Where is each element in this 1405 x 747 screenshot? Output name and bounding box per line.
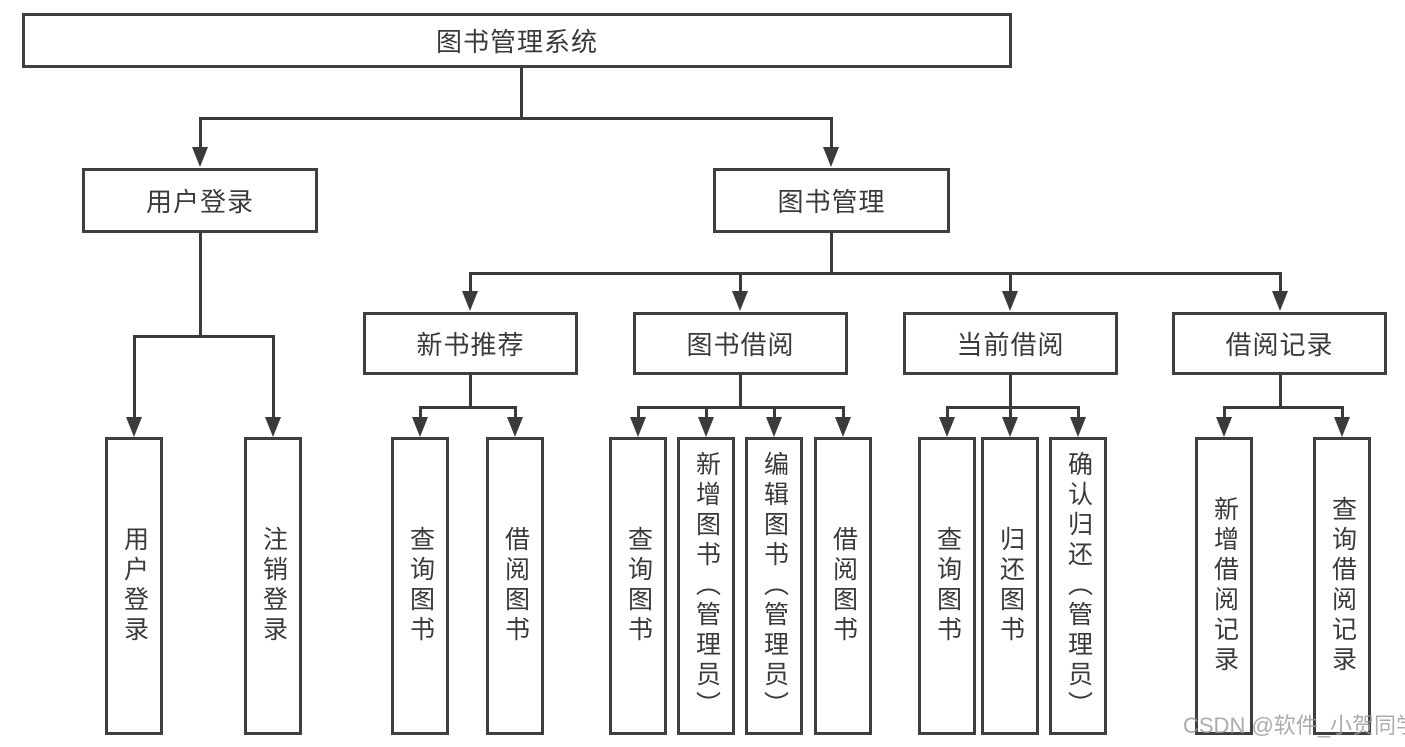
arrowhead-leaf bbox=[1002, 417, 1018, 437]
connector-bb-leaf-split bbox=[637, 406, 845, 409]
connector-leaf-drop bbox=[1009, 406, 1012, 420]
node-book-management: 图书管理 bbox=[713, 168, 950, 233]
connector-nbr-drop bbox=[469, 272, 472, 293]
connector-leaf-drop bbox=[773, 406, 776, 420]
connector-nbr-stem bbox=[469, 374, 472, 409]
connector-leaf-logout-drop bbox=[272, 335, 275, 419]
connector-leaf-drop bbox=[514, 406, 517, 420]
arrowhead-leaf bbox=[698, 417, 714, 437]
arrowhead-leaf-logout bbox=[265, 417, 281, 437]
connector-leaf-login-drop bbox=[133, 335, 136, 419]
leaf-edit-books-admin: 编辑图书（管理员） bbox=[745, 437, 803, 735]
connector-mgmt-drop bbox=[830, 117, 833, 149]
leaf-query-borrow-record: 查询借阅记录 bbox=[1313, 437, 1371, 735]
arrowhead-current-borrow bbox=[1002, 291, 1018, 311]
leaf-query-books: 查询图书 bbox=[918, 437, 976, 735]
arrowhead-leaf bbox=[1070, 417, 1086, 437]
arrowhead-leaf bbox=[1216, 417, 1232, 437]
connector-leaf-drop bbox=[705, 406, 708, 420]
leaf-query-books: 查询图书 bbox=[391, 437, 449, 735]
connector-cb-leaf-split bbox=[946, 406, 1080, 409]
watermark: CSDN @软件_小贺同学 bbox=[1183, 713, 1405, 738]
connector-login-stem bbox=[199, 233, 202, 337]
leaf-borrow-books: 借阅图书 bbox=[486, 437, 544, 735]
arrowhead-leaf bbox=[766, 417, 782, 437]
connector-leaf-drop bbox=[946, 406, 949, 420]
arrowhead-leaf bbox=[412, 417, 428, 437]
leaf-user-login: 用户登录 bbox=[105, 437, 163, 735]
node-new-book-recommend: 新书推荐 bbox=[363, 312, 578, 375]
connector-root-stem bbox=[520, 68, 523, 120]
connector-login-drop bbox=[199, 117, 202, 149]
arrowhead-leaf bbox=[1334, 417, 1350, 437]
connector-level3-split bbox=[469, 272, 1282, 275]
leaf-logout: 注销登录 bbox=[244, 437, 302, 735]
leaf-return-books: 归还图书 bbox=[981, 437, 1039, 735]
node-user-login: 用户登录 bbox=[82, 168, 318, 233]
arrowhead-leaf bbox=[835, 417, 851, 437]
connector-leaf-drop bbox=[842, 406, 845, 420]
connector-br-leaf-split bbox=[1223, 406, 1344, 409]
leaf-confirm-return-admin: 确认归还（管理员） bbox=[1049, 437, 1107, 735]
arrowhead-new-book-rec bbox=[462, 291, 478, 311]
connector-login-split bbox=[133, 335, 275, 338]
node-book-borrowing: 图书借阅 bbox=[633, 312, 848, 375]
arrowhead-borrow-records bbox=[1272, 291, 1288, 311]
connector-leaf-drop bbox=[419, 406, 422, 420]
connector-br-drop bbox=[1279, 272, 1282, 293]
connector-mgmt-stem bbox=[830, 233, 833, 274]
node-root-system: 图书管理系统 bbox=[22, 13, 1012, 68]
arrowhead-book-mgmt bbox=[823, 147, 839, 167]
connector-leaf-drop bbox=[1077, 406, 1080, 420]
connector-bb-stem bbox=[739, 374, 742, 409]
arrowhead-user-login bbox=[192, 147, 208, 167]
connector-nbr-leaf-split bbox=[419, 406, 517, 409]
leaf-add-borrow-record: 新增借阅记录 bbox=[1195, 437, 1253, 735]
connector-level2-split bbox=[199, 117, 832, 120]
connector-leaf-drop bbox=[1341, 406, 1344, 420]
connector-cb-drop bbox=[1009, 272, 1012, 293]
arrowhead-leaf bbox=[630, 417, 646, 437]
arrowhead-leaf-user-login bbox=[126, 417, 142, 437]
connector-br-stem bbox=[1279, 374, 1282, 409]
connector-leaf-drop bbox=[637, 406, 640, 420]
arrowhead-leaf bbox=[939, 417, 955, 437]
arrowhead-book-borrow bbox=[732, 291, 748, 311]
connector-bb-drop bbox=[739, 272, 742, 293]
leaf-query-books: 查询图书 bbox=[609, 437, 667, 735]
node-borrow-records: 借阅记录 bbox=[1172, 312, 1387, 375]
connector-cb-stem bbox=[1009, 374, 1012, 409]
arrowhead-leaf bbox=[507, 417, 523, 437]
leaf-add-books-admin: 新增图书（管理员） bbox=[677, 437, 735, 735]
leaf-borrow-books: 借阅图书 bbox=[814, 437, 872, 735]
connector-leaf-drop bbox=[1223, 406, 1226, 420]
node-current-borrowing: 当前借阅 bbox=[903, 312, 1118, 375]
